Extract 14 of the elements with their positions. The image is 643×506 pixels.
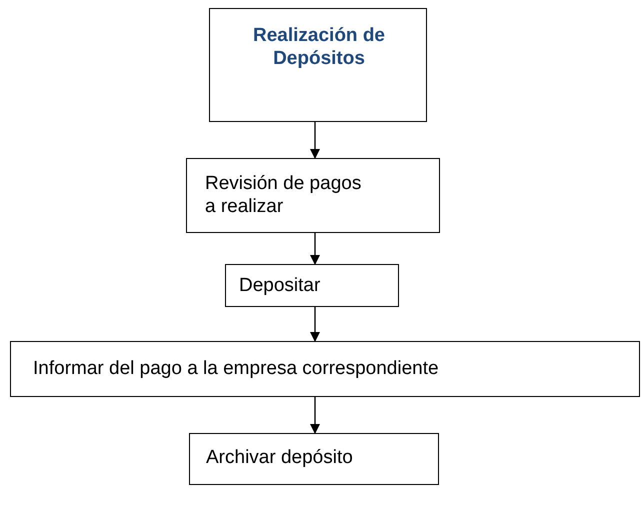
arrow (310, 307, 320, 342)
process-box (10, 341, 640, 397)
arrow (310, 233, 320, 265)
box-label: Depositar (239, 274, 322, 297)
arrow (310, 397, 320, 434)
arrow (310, 122, 320, 159)
process-box (186, 158, 440, 233)
process-box (209, 8, 427, 122)
process-box (189, 433, 439, 485)
box-label: Realización de Depósitos (252, 24, 386, 70)
box-label: Informar del pago a la empresa correspondiente (33, 357, 440, 380)
process-box (225, 264, 399, 307)
box-label: Archivar depósito (206, 446, 354, 469)
box-label: Revisión de pagos a realizar (205, 172, 362, 218)
